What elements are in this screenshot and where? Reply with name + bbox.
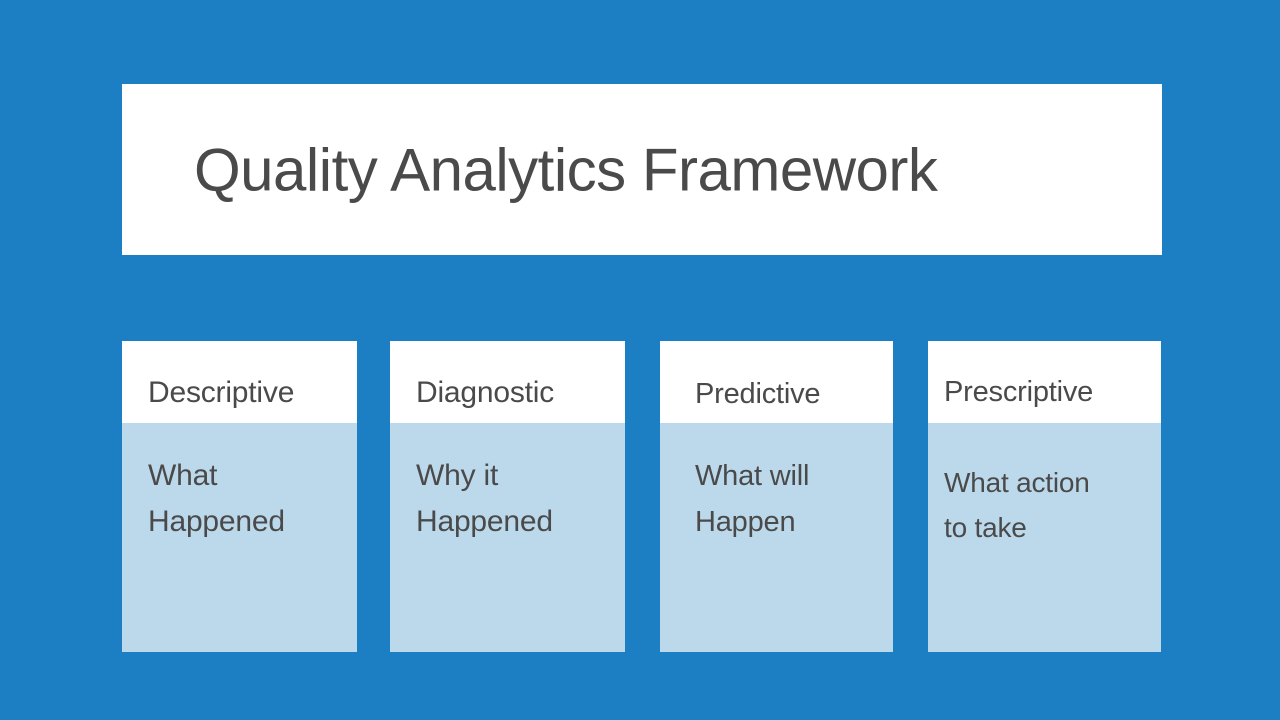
card-predictive[interactable]: Predictive What will Happen	[660, 341, 893, 652]
card-diagnostic[interactable]: Diagnostic Why it Happened	[390, 341, 625, 652]
card-diagnostic-title: Diagnostic	[416, 376, 555, 409]
card-predictive-description: What will Happen	[695, 460, 810, 538]
card-predictive-body: What will Happen	[660, 423, 893, 652]
card-descriptive-title: Descriptive	[148, 376, 295, 409]
title-banner: Quality Analytics Framework	[122, 84, 1162, 255]
card-diagnostic-description: Why it Happened	[416, 459, 553, 538]
card-prescriptive-header: Prescriptive	[928, 341, 1161, 423]
card-diagnostic-body: Why it Happened	[390, 423, 625, 652]
card-prescriptive-description: What action to take	[944, 467, 1090, 543]
card-descriptive-header: Descriptive	[122, 341, 357, 423]
card-prescriptive[interactable]: Prescriptive What action to take	[928, 341, 1161, 652]
card-diagnostic-header: Diagnostic	[390, 341, 625, 423]
card-predictive-title: Predictive	[695, 378, 821, 411]
card-predictive-header: Predictive	[660, 341, 893, 423]
card-prescriptive-body: What action to take	[928, 423, 1161, 652]
page-title: Quality Analytics Framework	[194, 136, 938, 203]
card-prescriptive-title: Prescriptive	[944, 376, 1094, 409]
card-descriptive[interactable]: Descriptive What Happened	[122, 341, 357, 652]
card-descriptive-description: What Happened	[148, 459, 285, 538]
card-descriptive-body: What Happened	[122, 423, 357, 652]
